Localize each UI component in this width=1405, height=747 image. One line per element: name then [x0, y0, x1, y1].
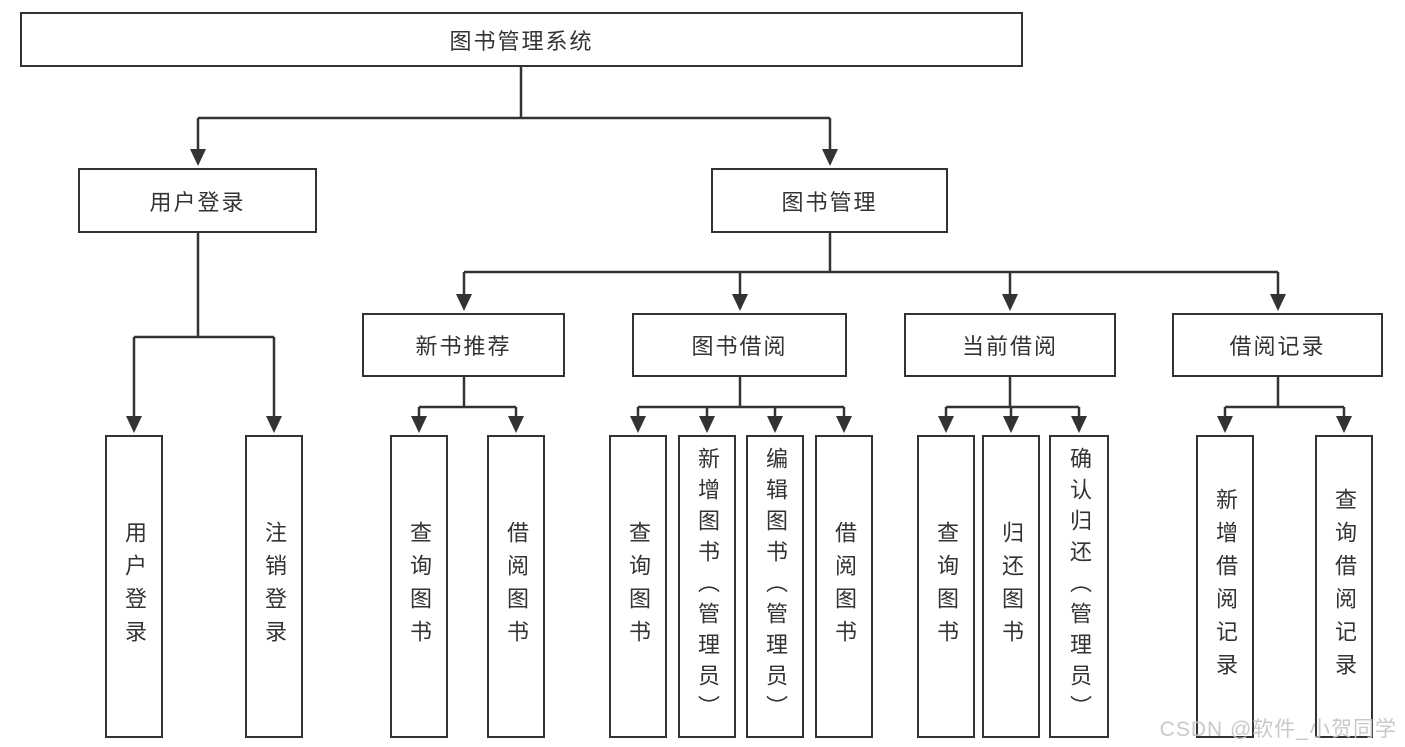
leaf-query-books-recommend: 查询图书 [390, 435, 448, 738]
node-current-borrow: 当前借阅 [904, 313, 1116, 377]
leaf-query-borrow-record: 查询借阅记录 [1315, 435, 1373, 738]
leaf-add-book-admin-label: 新增图书（管理员） [695, 447, 720, 726]
node-book-management-label: 图书管理 [781, 189, 878, 215]
leaf-return-book-label: 归还图书 [999, 520, 1024, 653]
leaf-query-books-borrow: 查询图书 [609, 435, 667, 738]
node-root: 图书管理系统 [20, 12, 1023, 67]
watermark: CSDN @软件_小贺同学 [1159, 718, 1397, 741]
node-root-label: 图书管理系统 [449, 28, 594, 54]
leaf-add-book-admin: 新增图书（管理员） [678, 435, 736, 738]
node-borrow-records-label: 借阅记录 [1229, 334, 1326, 359]
leaf-add-borrow-record-label: 新增借阅记录 [1213, 487, 1238, 686]
leaf-user-login-label: 用户登录 [122, 520, 147, 653]
node-user-login: 用户登录 [78, 168, 317, 233]
node-new-book-recommend-label: 新书推荐 [415, 334, 512, 359]
leaf-confirm-return-admin-label: 确认归还（管理员） [1067, 447, 1092, 726]
leaf-borrow-books-label: 借阅图书 [832, 520, 857, 653]
leaf-confirm-return-admin: 确认归还（管理员） [1049, 435, 1109, 738]
node-book-management: 图书管理 [711, 168, 948, 233]
node-book-borrow: 图书借阅 [632, 313, 847, 377]
leaf-logout-login: 注销登录 [245, 435, 303, 738]
node-book-borrow-label: 图书借阅 [691, 334, 788, 359]
leaf-return-book: 归还图书 [982, 435, 1040, 738]
leaf-borrow-books: 借阅图书 [815, 435, 873, 738]
leaf-query-books-current: 查询图书 [917, 435, 975, 738]
arrowhead-icons [126, 149, 1352, 433]
leaf-query-borrow-record-label: 查询借阅记录 [1332, 487, 1357, 686]
node-user-login-label: 用户登录 [149, 189, 246, 215]
leaf-edit-book-admin-label: 编辑图书（管理员） [763, 447, 788, 726]
leaf-query-books-borrow-label: 查询图书 [626, 520, 651, 653]
node-borrow-records: 借阅记录 [1172, 313, 1383, 377]
leaf-borrow-books-recommend-label: 借阅图书 [504, 520, 529, 653]
leaf-add-borrow-record: 新增借阅记录 [1196, 435, 1254, 738]
node-new-book-recommend: 新书推荐 [362, 313, 565, 377]
leaf-borrow-books-recommend: 借阅图书 [487, 435, 545, 738]
leaf-query-books-current-label: 查询图书 [934, 520, 959, 653]
node-current-borrow-label: 当前借阅 [961, 334, 1058, 359]
leaf-query-books-recommend-label: 查询图书 [407, 520, 432, 653]
leaf-logout-login-label: 注销登录 [262, 520, 287, 653]
leaf-edit-book-admin: 编辑图书（管理员） [746, 435, 804, 738]
leaf-user-login: 用户登录 [105, 435, 163, 738]
